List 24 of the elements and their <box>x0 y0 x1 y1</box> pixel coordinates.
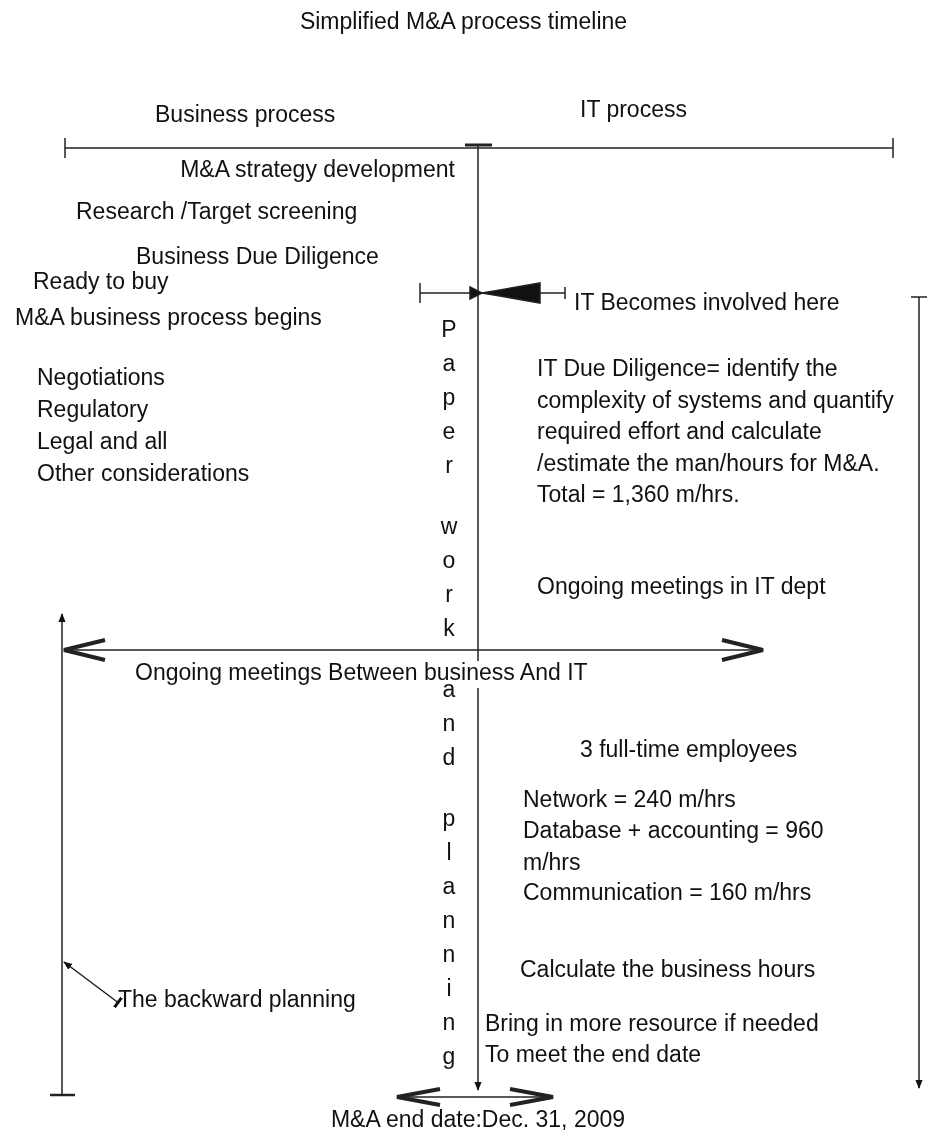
note: Calculate the business hours <box>520 956 816 983</box>
list-item: Database + accounting = 960 m/hrs <box>523 816 825 877</box>
phase-label: M&A strategy development <box>180 156 455 183</box>
list-item: Negotiations <box>37 364 165 391</box>
list-item: Network = 240 m/hrs <box>523 786 736 813</box>
title: Simplified M&A process timeline <box>298 8 629 35</box>
column-heading: Business process <box>155 101 336 128</box>
list-item: Legal and all <box>37 428 168 455</box>
list-item: Other considerations <box>37 460 250 487</box>
column-heading: IT process <box>580 96 687 123</box>
phase-label: Business Due Diligence <box>136 243 379 270</box>
milestone-label: Ready to buy <box>33 268 169 295</box>
note: To meet the end date <box>485 1041 702 1068</box>
list-item: Communication = 160 m/hrs <box>523 879 812 906</box>
list-item: Regulatory <box>37 396 149 423</box>
phase-label: Research /Target screening <box>76 198 358 225</box>
note: Ongoing meetings in IT dept <box>537 573 826 600</box>
end-date-label: M&A end date:Dec. 31, 2009 <box>330 1106 626 1133</box>
milestone-label: IT Becomes involved here <box>574 289 840 316</box>
note: 3 full-time employees <box>580 736 798 763</box>
note: Bring in more resource if needed <box>485 1010 819 1037</box>
description: IT Due Diligence= identify the complexity of systems and quantify required effort and calculate /estimate the man/hours for M&A. Total = 1,360 m/hrs. <box>537 354 895 509</box>
milestone-label: M&A business process begins <box>15 304 322 331</box>
annotation-text: The backward planning <box>118 986 356 1013</box>
